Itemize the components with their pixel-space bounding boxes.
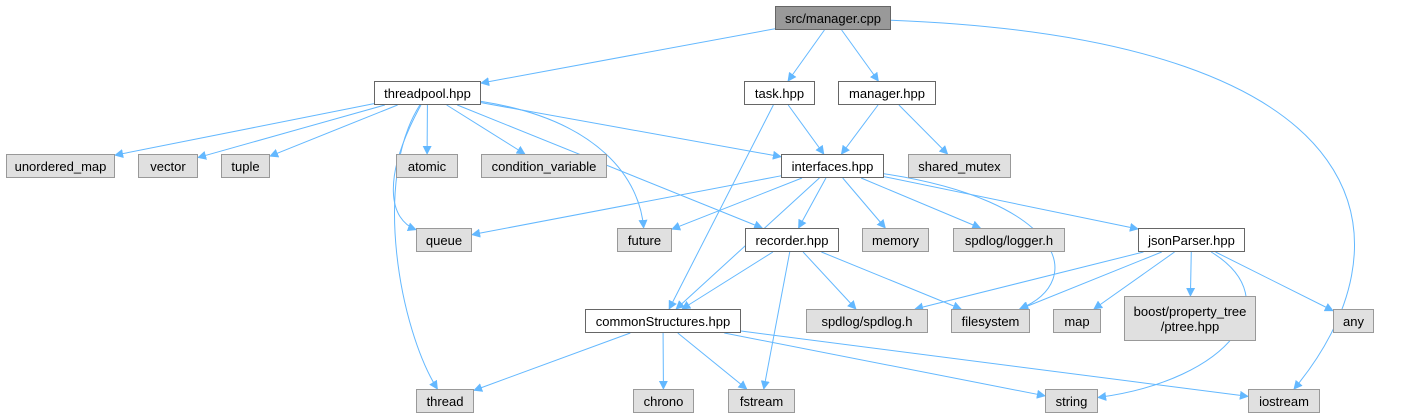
node-label: commonStructures.hpp: [595, 313, 731, 329]
edge-interfaces-hpp-to-memory: [842, 177, 886, 229]
node-label: map: [1064, 313, 1090, 329]
node-label: future: [627, 232, 662, 248]
edge-commonstructures-hpp-to-string: [724, 332, 1046, 399]
node-label: interfaces.hpp: [791, 158, 874, 174]
node-label: src/manager.cpp: [784, 10, 882, 26]
edge-threadpool-hpp-to-tuple: [269, 104, 398, 158]
node-map: map: [1053, 309, 1101, 333]
node-queue: queue: [416, 228, 472, 252]
edge-interfaces-hpp-to-queue: [471, 175, 782, 238]
node-label: vector: [150, 158, 186, 174]
node-label: any: [1343, 313, 1364, 329]
node-label: memory: [872, 232, 919, 248]
node-label: string: [1055, 393, 1088, 409]
edge-jsonparser-hpp-to-filesystem: [1019, 251, 1162, 311]
node-tuple: tuple: [221, 154, 270, 178]
edge-recorder-hpp-to-filesystem: [821, 251, 962, 311]
node-label: threadpool.hpp: [384, 85, 471, 101]
edge-task-hpp-to-commonstructures-hpp: [668, 104, 774, 310]
edge-threadpool-hpp-to-condition-variable: [446, 104, 526, 155]
node-label: manager.hpp: [849, 85, 925, 101]
node-label: tuple: [231, 158, 260, 174]
edge-commonstructures-hpp-to-iostream: [740, 330, 1249, 400]
node-filesystem: filesystem: [951, 309, 1030, 333]
edge-jsonparser-hpp-to-map: [1093, 251, 1175, 310]
edge-interfaces-hpp-to-jsonparser-hpp: [883, 176, 1139, 232]
edge-recorder-hpp-to-commonstructures-hpp: [681, 251, 774, 310]
edge-threadpool-hpp-to-recorder-hpp: [457, 104, 764, 230]
node-recorder-hpp[interactable]: recorder.hpp: [745, 228, 839, 252]
edge-recorder-hpp-to-fstream: [760, 251, 791, 390]
node-manager-cpp[interactable]: src/manager.cpp: [775, 6, 891, 30]
node-label: recorder.hpp: [755, 232, 829, 248]
node-memory: memory: [862, 228, 929, 252]
edge-threadpool-hpp-to-interfaces-hpp: [480, 102, 782, 160]
node-threadpool-hpp[interactable]: threadpool.hpp: [374, 81, 481, 105]
edge-threadpool-hpp-to-vector: [197, 104, 385, 160]
edge-commonstructures-hpp-to-fstream: [677, 332, 748, 390]
edge-jsonparser-hpp-to-boost-ptree: [1186, 251, 1196, 297]
node-spdlog-spdlog: spdlog/spdlog.h: [806, 309, 928, 333]
node-thread: thread: [416, 389, 474, 413]
node-atomic: atomic: [396, 154, 458, 178]
edge-threadpool-hpp-to-queue: [392, 104, 422, 232]
node-label: chrono: [643, 393, 684, 409]
edge-manager-hpp-to-interfaces-hpp: [840, 104, 879, 155]
node-string: string: [1045, 389, 1098, 413]
node-label: filesystem: [961, 313, 1020, 329]
edge-recorder-hpp-to-spdlog-spdlog: [802, 251, 857, 310]
node-task-hpp[interactable]: task.hpp: [744, 81, 815, 105]
edge-threadpool-hpp-to-future: [480, 100, 648, 229]
node-label: fstream: [739, 393, 784, 409]
node-label: shared_mutex: [918, 158, 1001, 174]
node-boost-ptree: boost/property_tree/ptree.hpp: [1124, 296, 1256, 341]
node-label: atomic: [407, 158, 447, 174]
edge-threadpool-hpp-to-thread: [394, 104, 438, 390]
node-label: boost/property_tree/ptree.hpp: [1133, 303, 1247, 334]
node-label: jsonParser.hpp: [1148, 232, 1235, 248]
node-spdlog-logger: spdlog/logger.h: [953, 228, 1065, 252]
edge-interfaces-hpp-to-recorder-hpp: [798, 177, 827, 229]
edge-manager-cpp-to-manager-hpp: [841, 29, 879, 82]
edge-jsonparser-hpp-to-any: [1215, 251, 1334, 312]
node-label: thread: [426, 393, 464, 409]
node-manager-hpp[interactable]: manager.hpp: [838, 81, 936, 105]
node-label: task.hpp: [754, 85, 805, 101]
edge-task-hpp-to-interfaces-hpp: [787, 104, 825, 155]
node-chrono: chrono: [633, 389, 694, 413]
node-label: spdlog/logger.h: [964, 232, 1054, 248]
node-label: iostream: [1259, 393, 1309, 409]
edge-jsonparser-hpp-to-spdlog-spdlog: [914, 251, 1144, 312]
edge-manager-cpp-to-iostream: [890, 19, 1355, 390]
node-future: future: [617, 228, 672, 252]
edge-commonstructures-hpp-to-thread: [473, 332, 631, 392]
edge-threadpool-hpp-to-unordered-map: [114, 103, 375, 158]
edge-manager-cpp-to-threadpool-hpp: [480, 28, 776, 87]
node-fstream: fstream: [728, 389, 795, 413]
edge-manager-cpp-to-task-hpp: [787, 29, 825, 82]
node-label: spdlog/spdlog.h: [821, 313, 913, 329]
node-condition-variable: condition_variable: [481, 154, 607, 178]
node-vector: vector: [138, 154, 198, 178]
node-shared-mutex: shared_mutex: [908, 154, 1011, 178]
node-iostream: iostream: [1248, 389, 1320, 413]
node-label: unordered_map: [14, 158, 107, 174]
node-label: condition_variable: [491, 158, 597, 174]
node-interfaces-hpp[interactable]: interfaces.hpp: [781, 154, 884, 178]
node-label: queue: [425, 232, 463, 248]
edge-interfaces-hpp-to-future: [671, 177, 803, 231]
edge-interfaces-hpp-to-spdlog-logger: [860, 177, 982, 230]
node-jsonparser-hpp[interactable]: jsonParser.hpp: [1138, 228, 1245, 252]
node-commonstructures-hpp[interactable]: commonStructures.hpp: [585, 309, 741, 333]
node-any: any: [1333, 309, 1374, 333]
edge-manager-hpp-to-shared-mutex: [898, 104, 949, 155]
node-unordered-map: unordered_map: [6, 154, 115, 178]
